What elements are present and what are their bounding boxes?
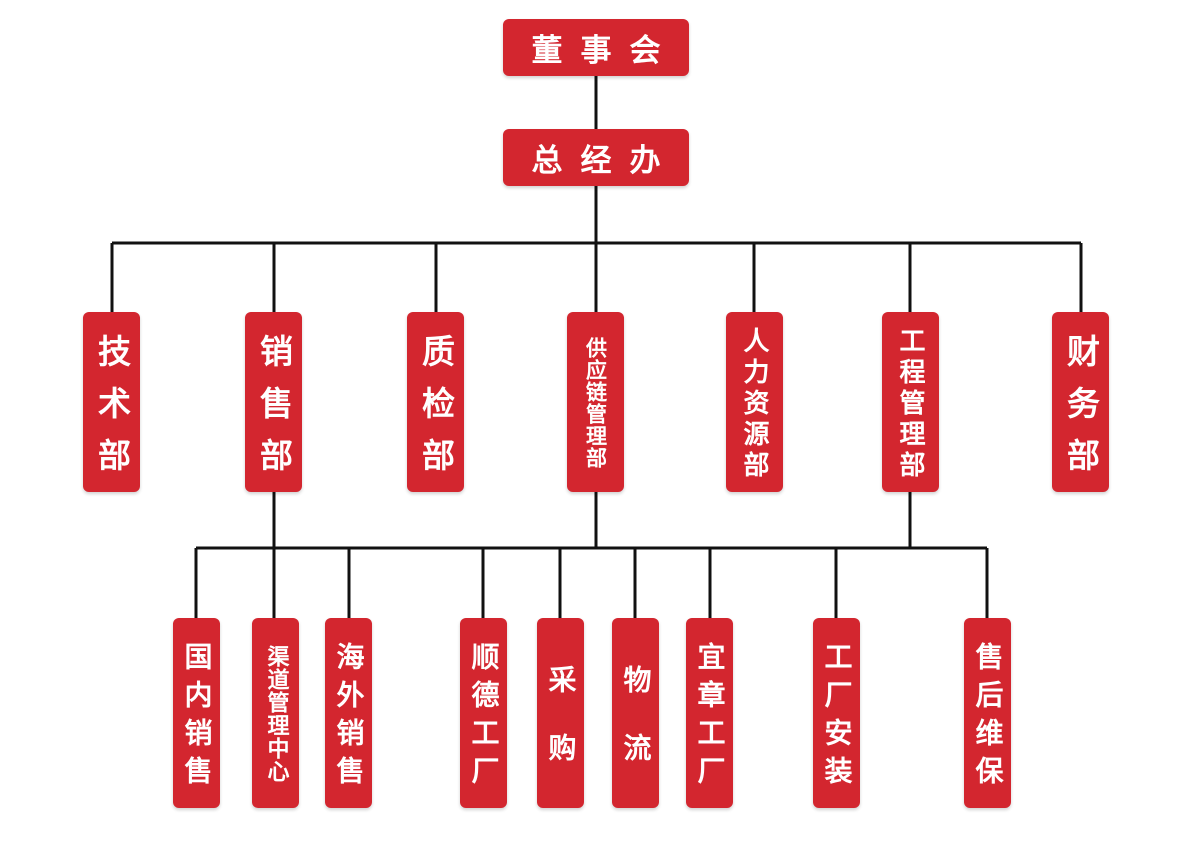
dept-engineering-box: 工程管理部: [882, 312, 939, 492]
dept-tech-box: 技术部: [83, 312, 140, 492]
unit-factory-install-box: 工厂安装: [813, 618, 860, 808]
unit-channel-management-box: 渠道管理中心: [252, 618, 299, 808]
unit-shunde-factory-box: 顺德工厂: [460, 618, 507, 808]
dept-hr-box: 人力资源部: [726, 312, 783, 492]
unit-after-sales-box: 售后维保: [964, 618, 1011, 808]
unit-yizhang-factory-box: 宜章工厂: [686, 618, 733, 808]
dept-supply-chain-box: 供应链管理部: [567, 312, 624, 492]
gm-office-box: 总经办: [503, 129, 689, 186]
unit-domestic-sales-box: 国内销售: [173, 618, 220, 808]
dept-sales-box: 销售部: [245, 312, 302, 492]
dept-qc-box: 质检部: [407, 312, 464, 492]
board-box: 董事会: [503, 19, 689, 76]
unit-purchasing-box: 采购: [537, 618, 584, 808]
unit-overseas-sales-box: 海外销售: [325, 618, 372, 808]
dept-finance-box: 财务部: [1052, 312, 1109, 492]
unit-logistics-box: 物流: [612, 618, 659, 808]
